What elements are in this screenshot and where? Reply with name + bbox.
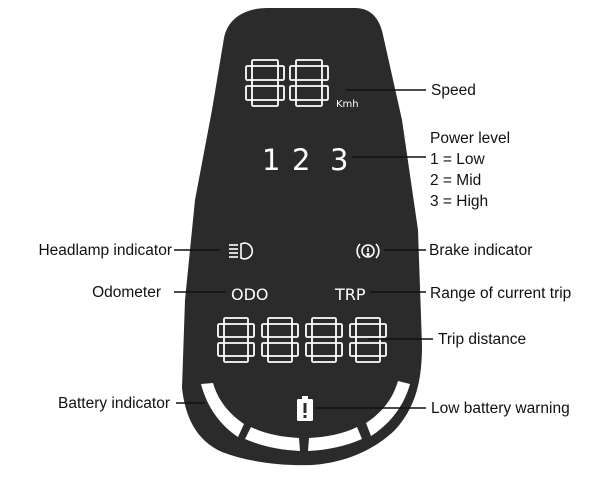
digit-segment	[251, 79, 279, 87]
digit-segment	[355, 336, 381, 344]
digit-segment	[321, 85, 329, 101]
digit-segment	[335, 342, 343, 357]
digit-segment	[311, 336, 337, 344]
trip-distance-callout: Trip distance	[438, 331, 527, 348]
speed-unit: Kmh	[336, 99, 359, 110]
seven-segment-digit	[289, 59, 329, 107]
digit-segment	[223, 355, 249, 363]
seven-segment-digit	[305, 317, 343, 363]
power-level-3: 3	[330, 143, 348, 177]
digit-segment	[217, 342, 225, 357]
headlamp-icon	[229, 242, 254, 260]
headlamp-callout: Headlamp indicator	[38, 242, 172, 259]
power-level-callout-title: Power level	[430, 130, 511, 147]
display-housing	[182, 8, 422, 466]
seven-segment-digit	[245, 59, 285, 107]
battery-segment-3	[308, 427, 362, 451]
digit-segment	[289, 85, 297, 101]
digit-segment	[247, 342, 255, 357]
digit-segment	[251, 99, 279, 107]
leader-lines	[174, 89, 433, 409]
seven-segment-digit	[349, 317, 387, 363]
range-callout: Range of current trip	[430, 285, 572, 302]
digit-segment	[321, 65, 329, 81]
digit-segment	[245, 85, 253, 101]
odometer-callout: Odometer	[92, 284, 161, 301]
digit-segment	[291, 323, 299, 338]
power-level-callout-high: 3 = High	[430, 193, 489, 210]
digit-segment	[261, 342, 269, 357]
digit-segment	[295, 79, 323, 87]
brake-warning-icon	[356, 243, 380, 259]
digit-segment	[277, 65, 285, 81]
digit-segment	[267, 336, 293, 344]
trp-label: TRP	[334, 285, 366, 304]
battery-callout: Battery indicator	[58, 395, 170, 412]
power-level-callout-low: 1 = Low	[430, 151, 485, 168]
speed-digits	[245, 59, 329, 107]
digit-segment	[305, 323, 313, 338]
battery-warning-icon	[297, 396, 313, 421]
digit-segment	[261, 323, 269, 338]
speed-callout: Speed	[431, 82, 476, 99]
digit-segment	[349, 342, 357, 357]
power-level-2: 2	[292, 143, 310, 177]
digit-segment	[223, 317, 249, 325]
odo-label: ODO	[231, 285, 269, 304]
digit-segment	[247, 323, 255, 338]
digit-segment	[349, 323, 357, 338]
seven-segment-digit	[217, 317, 255, 363]
digit-segment	[355, 355, 381, 363]
trip-distance-digits	[217, 317, 387, 363]
digit-segment	[223, 336, 249, 344]
digit-segment	[267, 317, 293, 325]
digit-segment	[251, 59, 279, 67]
digit-segment	[267, 355, 293, 363]
digit-segment	[311, 355, 337, 363]
digit-segment	[305, 342, 313, 357]
low-battery-callout: Low battery warning	[431, 400, 570, 417]
digit-segment	[355, 317, 381, 325]
digit-segment	[295, 59, 323, 67]
digit-segment	[335, 323, 343, 338]
digit-segment	[311, 317, 337, 325]
battery-segment-1	[201, 383, 244, 437]
digit-segment	[379, 342, 387, 357]
brake-callout: Brake indicator	[429, 242, 533, 259]
digit-segment	[291, 342, 299, 357]
battery-segment-2	[245, 427, 300, 451]
digit-segment	[289, 65, 297, 81]
seven-segment-digit	[261, 317, 299, 363]
digit-segment	[245, 65, 253, 81]
digit-segment	[217, 323, 225, 338]
digit-segment	[379, 323, 387, 338]
power-level-1: 1	[262, 143, 280, 177]
power-level-callout-mid: 2 = Mid	[430, 172, 482, 189]
digit-segment	[277, 85, 285, 101]
digit-segment	[295, 99, 323, 107]
